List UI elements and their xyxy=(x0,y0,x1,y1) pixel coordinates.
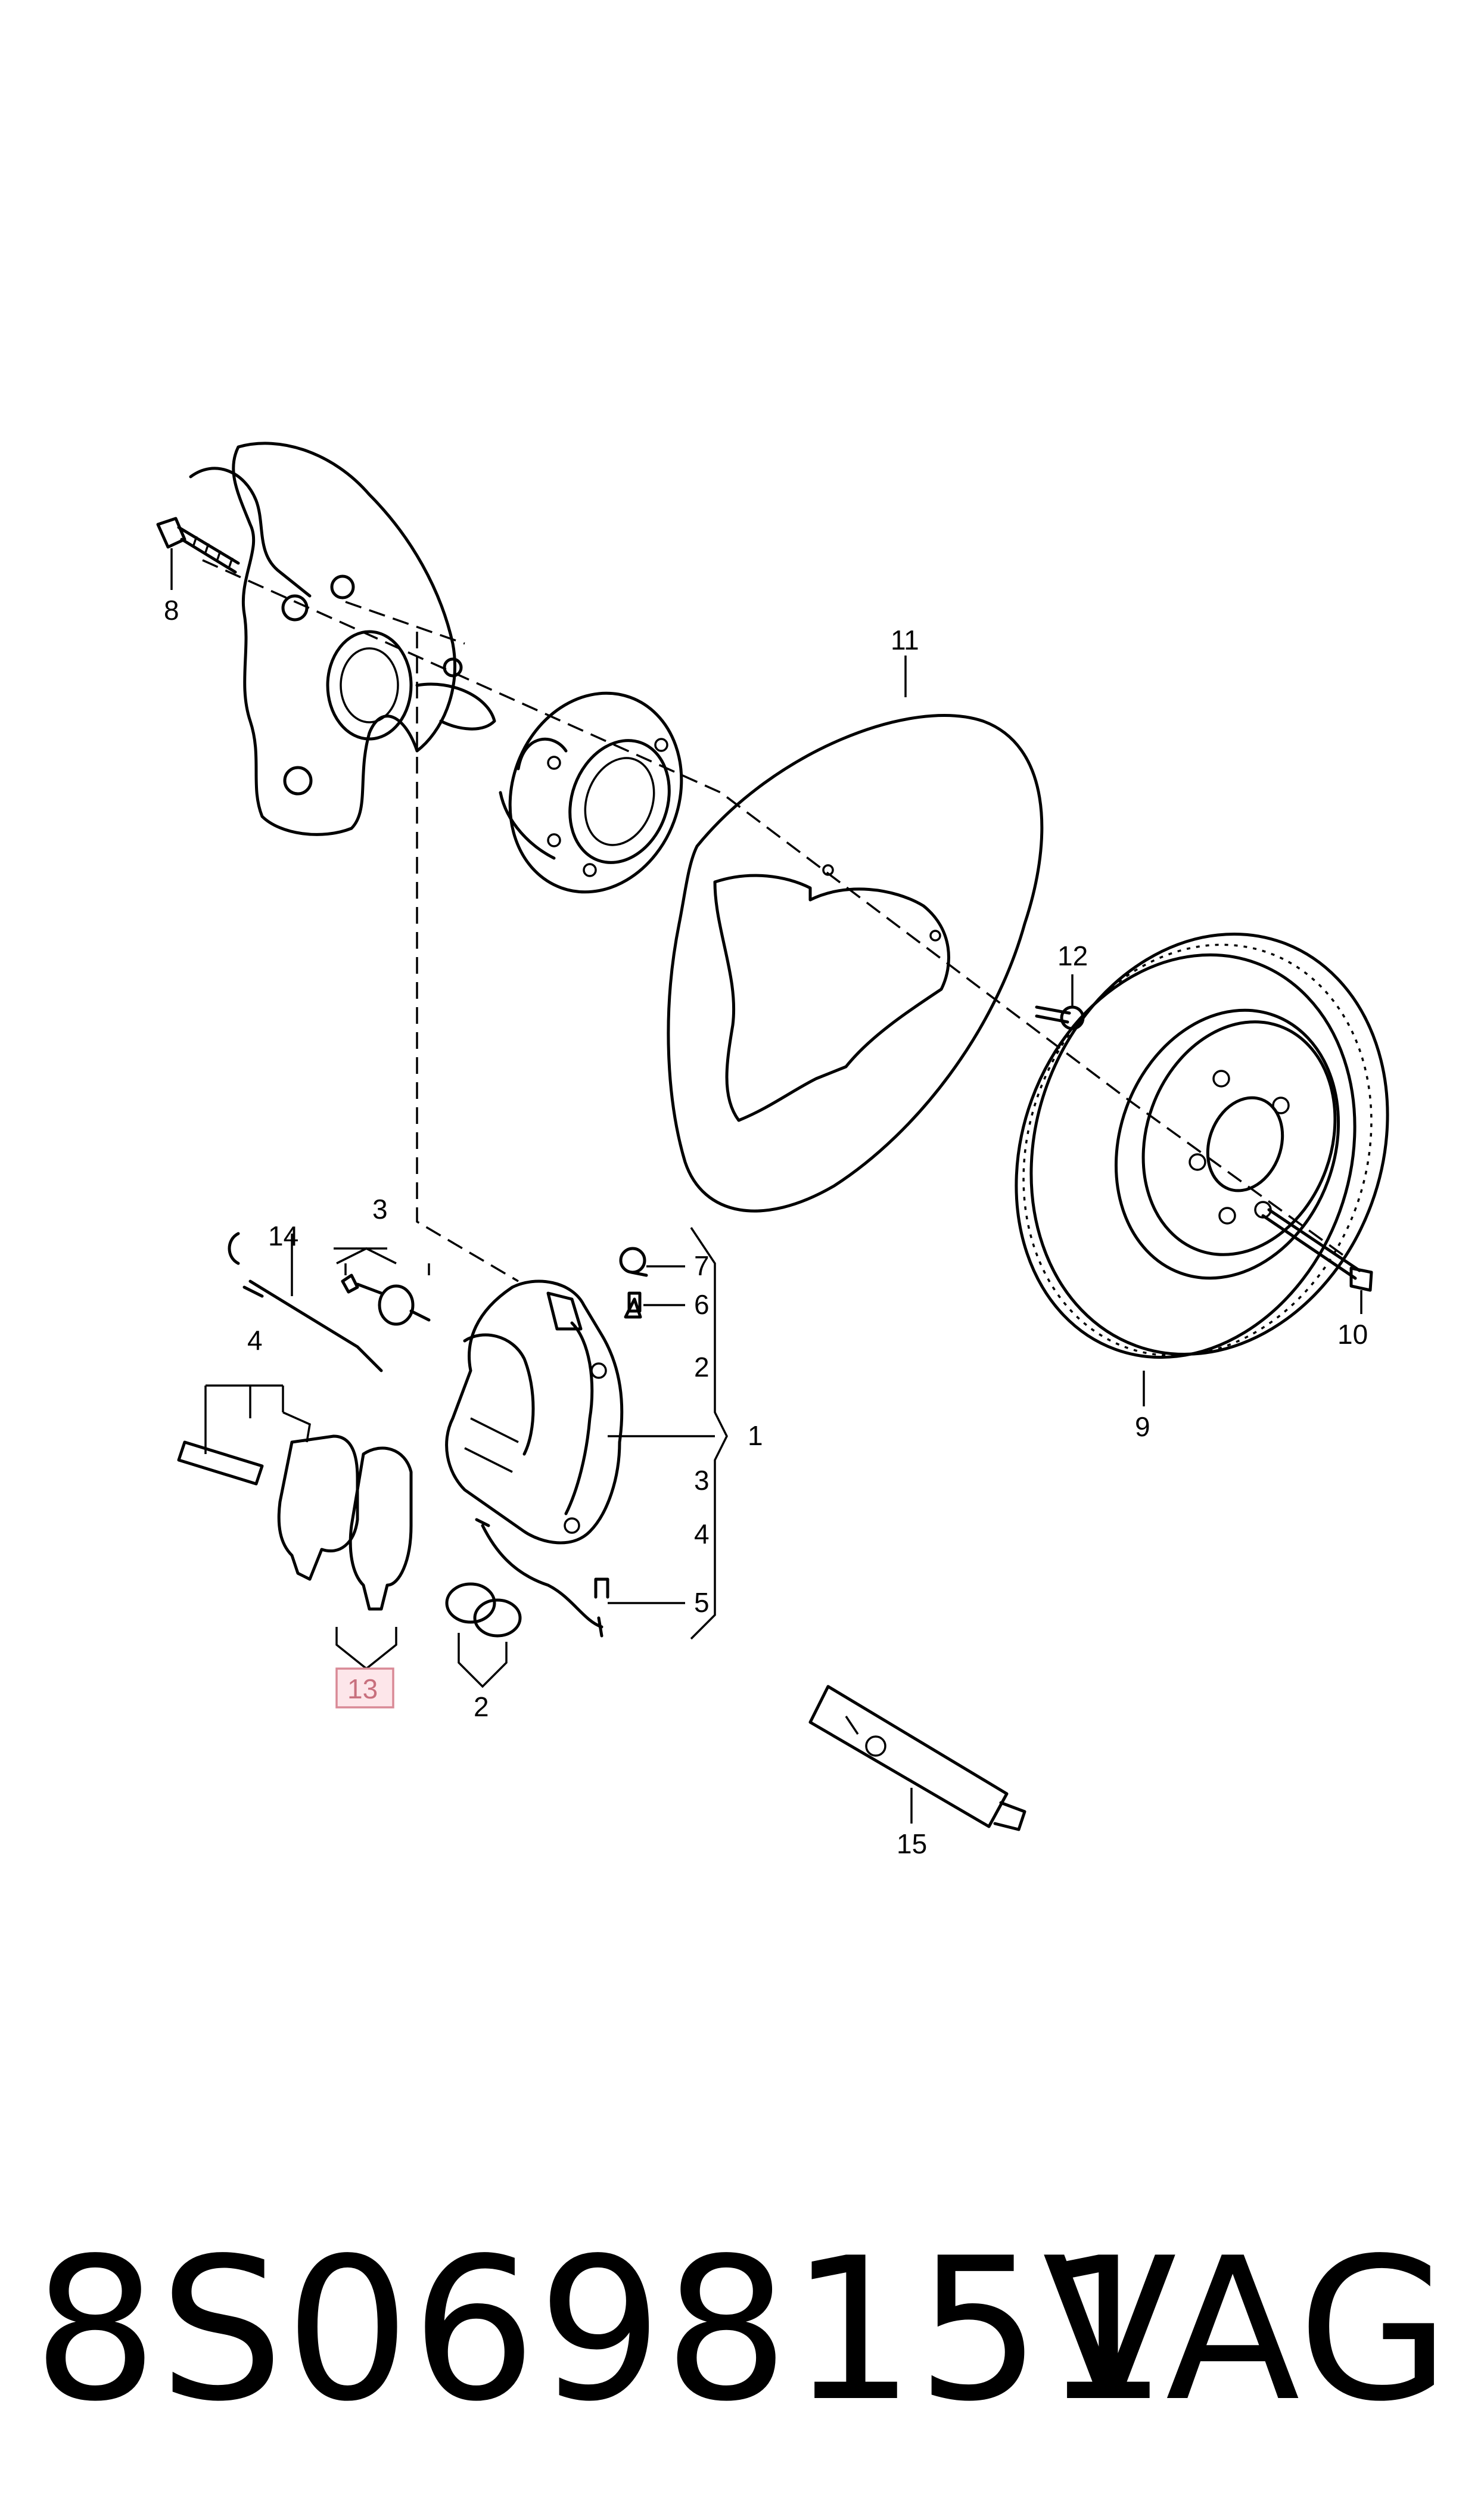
callout-13-highlight[interactable]: 13 xyxy=(335,1667,394,1709)
brake-line xyxy=(475,1518,609,1638)
brake-caliper xyxy=(445,1279,624,1545)
callout-12: 12 xyxy=(1057,940,1088,971)
callout-8: 8 xyxy=(164,595,179,626)
callout-6: 6 xyxy=(694,1289,710,1320)
bolt-8 xyxy=(156,517,240,590)
callout-4-right: 4 xyxy=(694,1518,710,1549)
callout-14: 14 xyxy=(268,1220,298,1251)
callout-7: 7 xyxy=(694,1250,710,1281)
dust-cap xyxy=(619,1247,648,1277)
group-bracket-1 xyxy=(608,1227,728,1640)
bleeder-screw xyxy=(624,1291,642,1319)
callout-9: 9 xyxy=(1135,1411,1150,1442)
callout-3-top: 3 xyxy=(372,1194,388,1225)
callout-2-bottom: 2 xyxy=(474,1691,489,1722)
callout-13: 13 xyxy=(347,1673,378,1704)
bolt-12 xyxy=(1035,974,1085,1030)
callout-4-left: 4 xyxy=(247,1325,263,1356)
callout-3-right: 3 xyxy=(694,1465,710,1496)
brand-label: VAG xyxy=(1042,2216,1451,2445)
guide-bolt-set xyxy=(341,1274,431,1326)
wear-sensor xyxy=(228,1232,383,1372)
part-number: 8S0698151 xyxy=(33,2216,1169,2445)
assembly-axis-lines xyxy=(202,559,1348,1282)
brake-disc xyxy=(1015,932,1389,1406)
callout-10: 10 xyxy=(1337,1319,1368,1350)
brake-splash-shield xyxy=(667,656,1044,1213)
callout-2-top: 2 xyxy=(694,1352,710,1383)
brake-pads xyxy=(177,1411,413,1611)
bolt-10 xyxy=(1261,1208,1373,1314)
callout-1: 1 xyxy=(748,1420,763,1451)
wheel-hub xyxy=(499,691,683,894)
grease-tube xyxy=(808,1685,1026,1831)
callout-leaders xyxy=(204,1247,685,1688)
exploded-parts-diagram: 1 2 2 3 3 4 4 5 6 7 8 9 10 11 12 14 15 1… xyxy=(156,442,1389,1859)
callout-15: 15 xyxy=(897,1828,927,1859)
callout-5: 5 xyxy=(694,1587,710,1618)
piston-seals xyxy=(445,1582,522,1638)
steering-knuckle xyxy=(189,442,496,836)
callout-11: 11 xyxy=(891,625,919,656)
